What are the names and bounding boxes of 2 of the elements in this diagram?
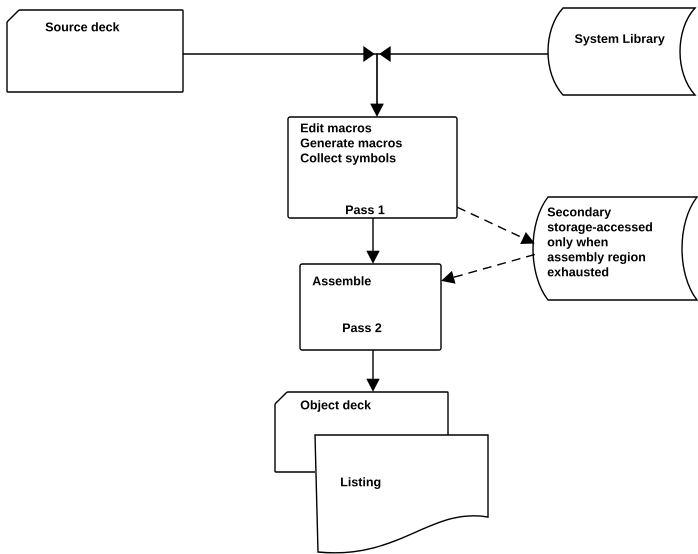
process-box: Assemble Pass 2: [299, 263, 442, 351]
process-box: Edit macros Generate macros Collect symbols Pass 1: [287, 116, 458, 219]
